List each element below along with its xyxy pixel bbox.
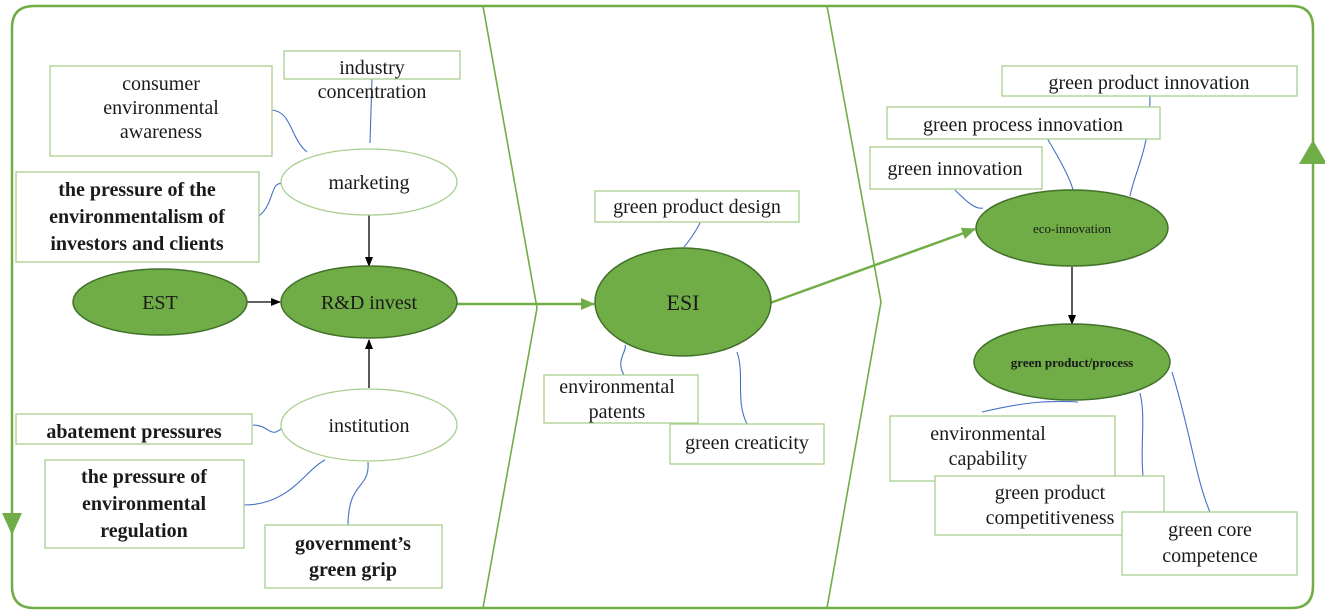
regulation-pressure-label: the pressure of environmental regulation <box>81 466 207 542</box>
investor-pressure-label-line: the pressure of the <box>58 179 216 201</box>
green-product-competitiveness-label-line: green product <box>995 482 1106 504</box>
government-grip-label: government’s green grip <box>295 533 411 581</box>
industry-concentration-label-line: industry <box>339 57 405 79</box>
green-product-process-label-line: green product/process <box>1011 355 1133 370</box>
abatement-pressures-label-line: abatement pressures <box>46 421 222 443</box>
environmental-patents-box <box>543 374 699 424</box>
green-product-design-box <box>594 190 800 223</box>
investor-pressure-box <box>15 171 260 263</box>
environmental-capability-box <box>889 415 1116 482</box>
est-label-line: EST <box>142 292 178 314</box>
frame-arrow-down <box>2 513 22 535</box>
industry-concentration-label-line: concentration <box>318 81 427 103</box>
environmental-capability-label-line: capability <box>949 448 1028 470</box>
marketing-oval <box>280 148 458 216</box>
environmental-capability-label-line: environmental <box>930 423 1046 445</box>
consumer-awareness-label-line: environmental <box>103 97 219 119</box>
government-grip-label-line: government’s <box>295 533 411 555</box>
eco-innovation-oval <box>975 189 1169 267</box>
outer-frame <box>10 4 1315 610</box>
est-label: EST <box>142 292 178 314</box>
green-process-innovation-label-line: green process innovation <box>923 114 1123 136</box>
arrow-esi-to-eco <box>769 227 976 305</box>
green-product-innovation-box <box>1001 65 1298 97</box>
green-innovation-label: green innovation <box>888 158 1023 180</box>
green-creaticity-label-line: green creaticity <box>685 432 809 454</box>
regulation-pressure-label-line: regulation <box>100 520 187 542</box>
consumer-awareness-label-line: awareness <box>120 121 202 143</box>
connector-lines <box>243 77 1211 527</box>
green-product-design-label-line: green product design <box>613 196 781 218</box>
green-process-innovation-box <box>886 106 1161 140</box>
green-process-innovation-label: green process innovation <box>923 114 1123 136</box>
government-grip-label-line: green grip <box>309 559 397 581</box>
green-product-process-oval <box>973 323 1171 401</box>
frame-arrow-up <box>1299 140 1325 164</box>
green-creaticity-label: green creaticity <box>685 432 809 454</box>
consumer-awareness-box <box>49 65 273 157</box>
institution-label: institution <box>328 415 409 437</box>
consumer-awareness-label-line: consumer <box>122 73 200 95</box>
environmental-patents-label-line: environmental <box>559 376 675 398</box>
est-oval <box>72 268 248 336</box>
divider-left <box>482 5 538 609</box>
green-core-competence-label-line: green core <box>1168 519 1252 541</box>
divider-right <box>826 5 882 609</box>
investor-pressure-label-line: investors and clients <box>50 233 224 255</box>
abatement-pressures-box <box>15 413 253 445</box>
regulation-pressure-label-line: environmental <box>82 493 207 515</box>
green-creaticity-box <box>669 423 825 465</box>
marketing-label: marketing <box>328 172 409 194</box>
esi-label-line: ESI <box>667 290 700 315</box>
green-product-process-label: green product/process <box>1011 355 1133 370</box>
green-product-competitiveness-label-line: competitiveness <box>986 507 1115 529</box>
green-core-competence-box <box>1121 511 1298 576</box>
rd-invest-oval <box>280 265 458 339</box>
regulation-pressure-box <box>44 459 245 549</box>
eco-innovation-label-line: eco-innovation <box>1033 221 1111 236</box>
green-product-innovation-label: green product innovation <box>1048 72 1249 94</box>
green-product-innovation-label-line: green product innovation <box>1048 72 1249 94</box>
environmental-patents-label-line: patents <box>589 401 646 423</box>
industry-concentration-box <box>283 50 461 80</box>
eco-innovation-label: eco-innovation <box>1033 221 1111 236</box>
regulation-pressure-label-line: the pressure of <box>81 466 207 488</box>
rd-invest-label-line: R&D invest <box>321 292 418 314</box>
green-product-competitiveness-label: green product competitiveness <box>986 482 1115 529</box>
rd-invest-label: R&D invest <box>321 292 418 314</box>
environmental-patents-label: environmental patents <box>559 376 675 423</box>
green-core-competence-label: green core competence <box>1162 519 1258 567</box>
government-grip-box <box>264 524 443 589</box>
marketing-label-line: marketing <box>328 172 409 194</box>
green-product-design-label: green product design <box>613 196 781 218</box>
institution-label-line: institution <box>328 415 409 437</box>
green-innovation-box <box>869 146 1043 190</box>
environmental-capability-label: environmental capability <box>930 423 1046 470</box>
esi-label: ESI <box>667 290 700 315</box>
institution-oval <box>280 388 458 462</box>
green-innovation-label-line: green innovation <box>888 158 1023 180</box>
green-core-competence-label-line: competence <box>1162 545 1258 567</box>
abatement-pressures-label: abatement pressures <box>46 421 222 443</box>
investor-pressure-label-line: environmentalism of <box>49 206 225 228</box>
investor-pressure-label: the pressure of the environmentalism of in… <box>49 179 225 255</box>
esi-oval <box>594 247 772 357</box>
